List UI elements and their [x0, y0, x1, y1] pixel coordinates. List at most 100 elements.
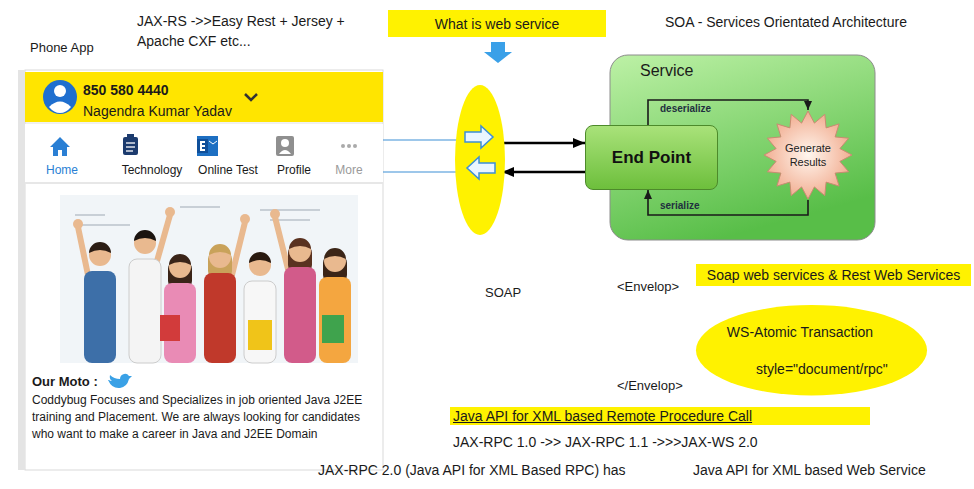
students-photo — [60, 195, 358, 363]
outlook-icon — [200, 141, 205, 151]
student-figure — [275, 217, 288, 269]
starburst-shape: Generate Results — [763, 110, 853, 200]
yellow-ellipse: WS-Atomic Transaction style="document/rpc… — [696, 305, 927, 395]
connector — [502, 142, 585, 145]
annotation-text: SOA - Services Orientated Architecture — [665, 13, 907, 31]
tab-label: More — [335, 163, 362, 178]
node-text: style="document/rpc" — [756, 360, 888, 378]
student-figure — [134, 230, 156, 241]
students-photo — [60, 195, 358, 363]
home-icon — [50, 137, 70, 156]
annotation-text: </Envelop> — [617, 378, 683, 394]
node-text: Java API for XML based Remote Procedure … — [453, 407, 752, 425]
clipboard-icon — [126, 146, 135, 147]
clipboard-icon — [127, 134, 134, 139]
app-header-band: 850 580 4440Nagendra Kumar Yadav — [25, 72, 383, 122]
student-figure — [322, 315, 344, 343]
student-figure — [284, 267, 316, 363]
tab-label: Home — [46, 163, 78, 178]
node-text: Generate Results — [777, 141, 839, 169]
outlook-icon — [197, 139, 208, 153]
starburst-outline — [764, 111, 852, 199]
clipboard-icon — [126, 150, 133, 151]
student-figure — [78, 227, 88, 275]
students-photo — [75, 207, 320, 225]
more-icon — [347, 144, 351, 148]
student-figure — [270, 209, 280, 219]
edge-label: serialize — [660, 200, 699, 212]
highlight-box: Soap web services & Rest Web Services — [696, 264, 971, 286]
connector — [383, 171, 461, 172]
twitter-icon — [108, 374, 132, 388]
student-figure — [204, 214, 250, 363]
more-icon — [341, 144, 357, 148]
tab-label: Online Test — [198, 163, 258, 178]
outlook-icon — [209, 141, 217, 144]
student-figure — [73, 219, 116, 363]
node-text: End Point — [612, 147, 691, 168]
separator-line — [25, 183, 383, 184]
student-figure — [169, 254, 191, 265]
annotation-text: JAX-RPC 2.0 (Java API for XML Based RPC)… — [318, 461, 626, 479]
node-text: What is web service — [435, 15, 559, 33]
chevron-icon — [245, 94, 257, 100]
annotation-text: JAX-RS ->>Easy Rest + Jersey + Apache CX… — [137, 11, 369, 51]
student-figure — [89, 242, 111, 253]
outlook-icon — [197, 136, 218, 156]
phone-app-panel-fill — [25, 70, 383, 470]
student-figure — [244, 281, 276, 363]
app-header-band-fill — [25, 72, 383, 122]
down-arrow — [484, 42, 512, 63]
box-heading: Service — [640, 61, 693, 81]
student-figure — [129, 259, 161, 363]
app-tab-bar-fill — [25, 124, 383, 184]
heading-text: Our Moto : — [32, 374, 98, 390]
student-figure — [232, 222, 245, 275]
topic-box: What is web service — [388, 10, 606, 37]
more-icon — [353, 144, 357, 148]
student-figure — [160, 254, 196, 363]
tab-label: Technology — [122, 163, 183, 178]
student-figure — [248, 320, 272, 350]
hollow-arrow — [465, 126, 493, 148]
student-figure — [324, 248, 346, 259]
avatar-icon — [49, 102, 71, 114]
phone-number: 850 580 4440 — [83, 81, 169, 99]
connector-group — [383, 100, 808, 215]
annotation-text: Phone App — [30, 40, 94, 56]
body-text: Coddybug Focuses and Specializes in job … — [32, 392, 382, 443]
soap-ellipse-outline — [455, 85, 505, 235]
node-background — [25, 55, 875, 470]
clipboard-icon — [123, 134, 138, 155]
profile-icon — [279, 150, 291, 154]
panel-edge-bar — [18, 70, 25, 470]
yellow-ellipse-outline — [696, 305, 927, 395]
student-figure — [204, 273, 236, 363]
profile-icon — [276, 136, 294, 156]
node-label: SOAP — [485, 285, 521, 301]
student-figure — [160, 315, 180, 341]
phone-app-panel: Our Moto : Coddybug Focuses and Specializ… — [25, 70, 383, 470]
student-figure — [249, 252, 271, 263]
student-figure — [319, 248, 351, 363]
app-tab-bar: HomeTechnologyOnline TestProfileMore — [25, 124, 383, 184]
service-box: ServiceEnd Point Generate Results — [610, 55, 875, 240]
student-figure — [157, 215, 170, 261]
end-point-box: End Point — [585, 125, 718, 190]
student-figure — [270, 209, 316, 363]
soap-ellipse: SOAP — [455, 85, 505, 235]
separator-line — [25, 123, 383, 124]
node-text: Soap web services & Rest Web Services — [707, 266, 960, 284]
profile-icon — [281, 139, 289, 147]
student-figure — [289, 238, 311, 249]
profile-icon — [276, 136, 294, 156]
annotation-text: JAX-RPC 1.0 ->> JAX-RPC 1.1 ->>>JAX-WS 2… — [453, 433, 758, 451]
clipboard-icon — [126, 142, 135, 143]
annotation-text: <Envelop> — [617, 279, 679, 295]
student-figure — [319, 277, 351, 363]
node-text: WS-Atomic Transaction — [727, 323, 873, 341]
connector — [648, 190, 808, 215]
avatar-icon — [43, 80, 77, 114]
